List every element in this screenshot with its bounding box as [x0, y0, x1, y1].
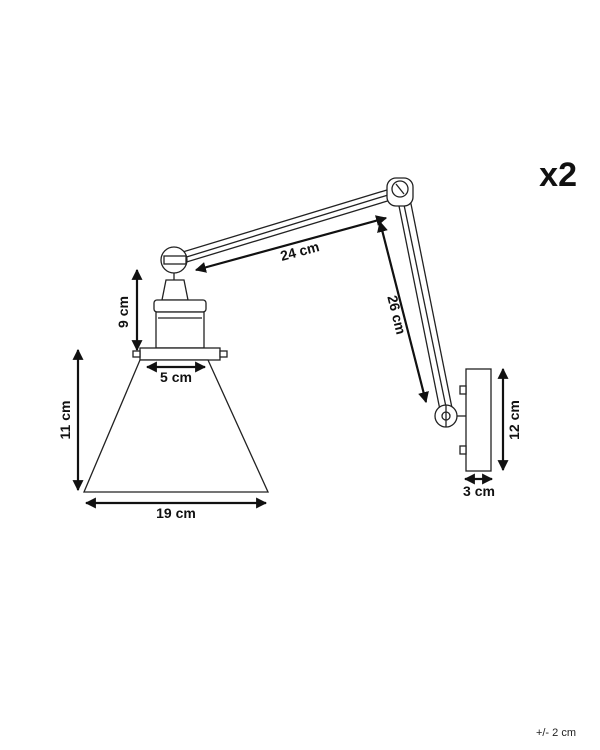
- lower-arm: [396, 193, 453, 411]
- arm-upper-label: 24 cm: [278, 238, 320, 264]
- socket-joint: [160, 246, 188, 280]
- socket-width-label: 5 cm: [160, 369, 192, 385]
- shade-width-label: 19 cm: [156, 505, 196, 521]
- lamp-socket: [132, 279, 228, 361]
- lamp-shade: [83, 359, 270, 493]
- quantity-label: x2: [539, 156, 577, 194]
- plate-height-label: 12 cm: [506, 400, 522, 440]
- tolerance-label: +/- 2 cm: [536, 727, 576, 739]
- wall-joint: [434, 404, 458, 428]
- arm-lower-label: 26 cm: [384, 294, 409, 336]
- arm-lower-arrow: [377, 220, 429, 404]
- shade-height-label: 11 cm: [57, 401, 73, 440]
- socket-height-label: 9 cm: [115, 296, 131, 328]
- wall-plate: [454, 368, 492, 472]
- elbow-joint: [386, 177, 414, 207]
- plate-depth-label: 3 cm: [463, 483, 495, 499]
- arm-upper-arrow: [194, 215, 388, 273]
